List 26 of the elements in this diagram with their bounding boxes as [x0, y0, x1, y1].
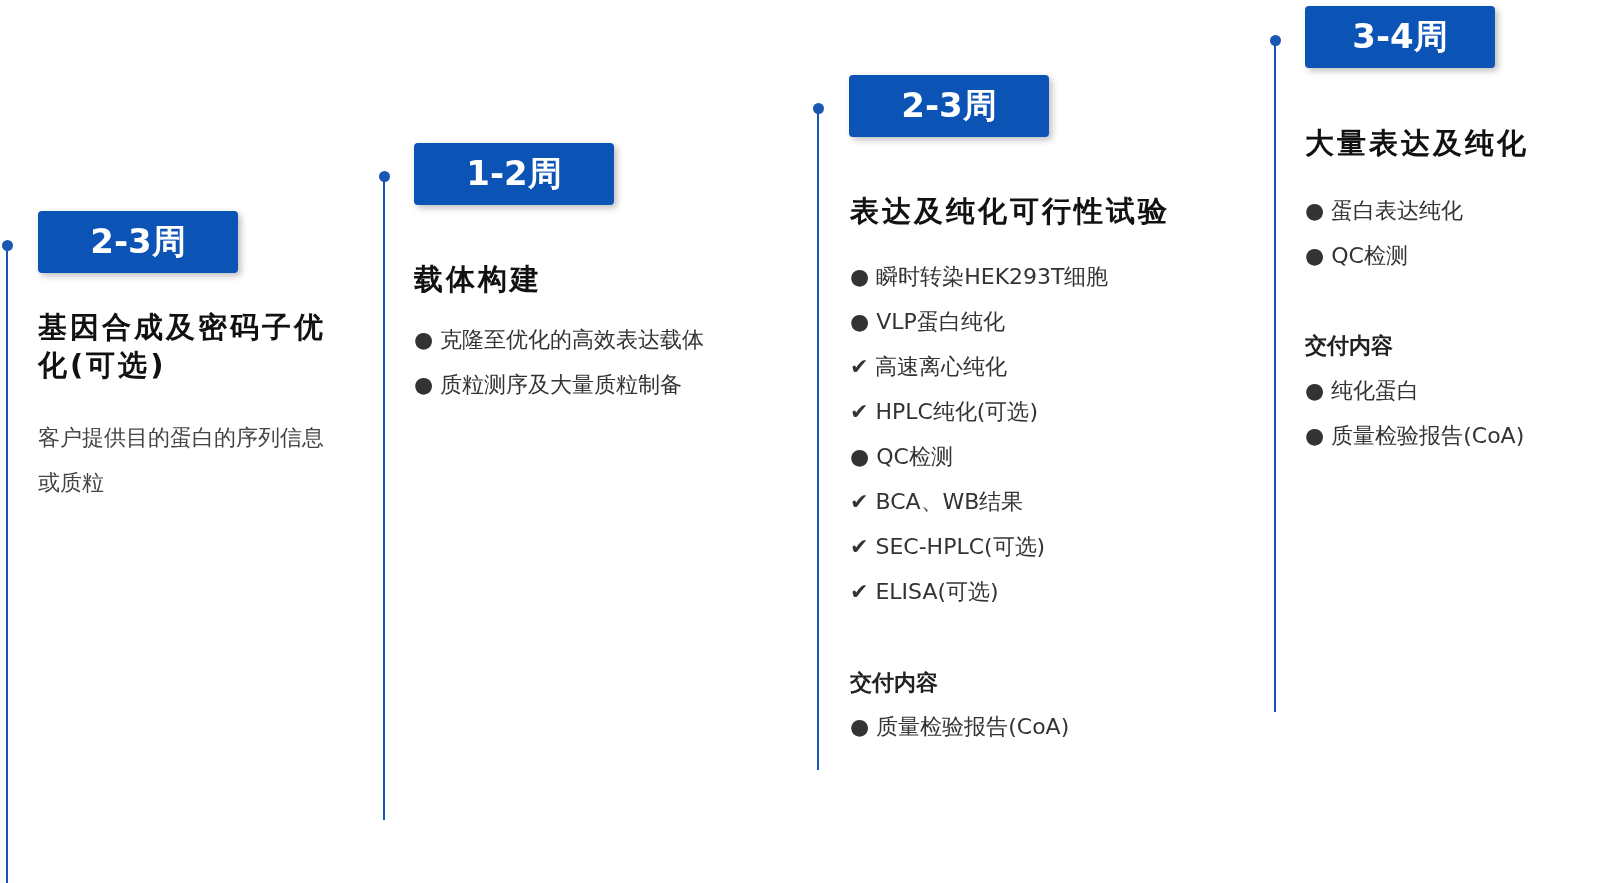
- list-item: ● 纯化蛋白: [1305, 377, 1420, 405]
- list-item: ✔ HPLC纯化(可选): [850, 398, 1039, 426]
- stage-heading: 载体构建: [414, 261, 542, 298]
- list-item: ● 质粒测序及大量质粒制备: [414, 371, 683, 399]
- list-item: ● 瞬时转染HEK293T细胞: [850, 263, 1109, 291]
- stage-heading: 大量表达及纯化: [1305, 125, 1529, 162]
- description-text: 客户提供目的蛋白的序列信息或质粒: [38, 424, 325, 497]
- stage-heading: 表达及纯化可行性试验: [850, 193, 1170, 230]
- list-item: ✔ SEC-HPLC(可选): [850, 533, 1046, 561]
- list-item: ● 质量检验报告(CoA): [1305, 422, 1525, 450]
- duration-badge: 2-3周: [38, 211, 238, 273]
- list-item: ● VLP蛋白纯化: [850, 308, 1005, 336]
- section-heading: 交付内容: [850, 669, 938, 697]
- list-item: ✔ ELISA(可选): [850, 578, 999, 606]
- list-item: ● QC检测: [1305, 242, 1408, 270]
- stage-heading: 基因合成及密码子优化(可选): [38, 309, 327, 384]
- duration-badge: 3-4周: [1305, 6, 1495, 68]
- duration-badge: 1-2周: [414, 143, 614, 205]
- list-item: ✔ BCA、WB结果: [850, 488, 1024, 516]
- list-item: ● 蛋白表达纯化: [1305, 197, 1464, 225]
- list-item: ● 质量检验报告(CoA): [850, 713, 1070, 741]
- duration-badge: 2-3周: [849, 75, 1049, 137]
- list-item: ● 克隆至优化的高效表达载体: [414, 326, 705, 354]
- list-item: ● QC检测: [850, 443, 953, 471]
- section-heading: 交付内容: [1305, 332, 1393, 360]
- list-item: ✔ 高速离心纯化: [850, 353, 1008, 381]
